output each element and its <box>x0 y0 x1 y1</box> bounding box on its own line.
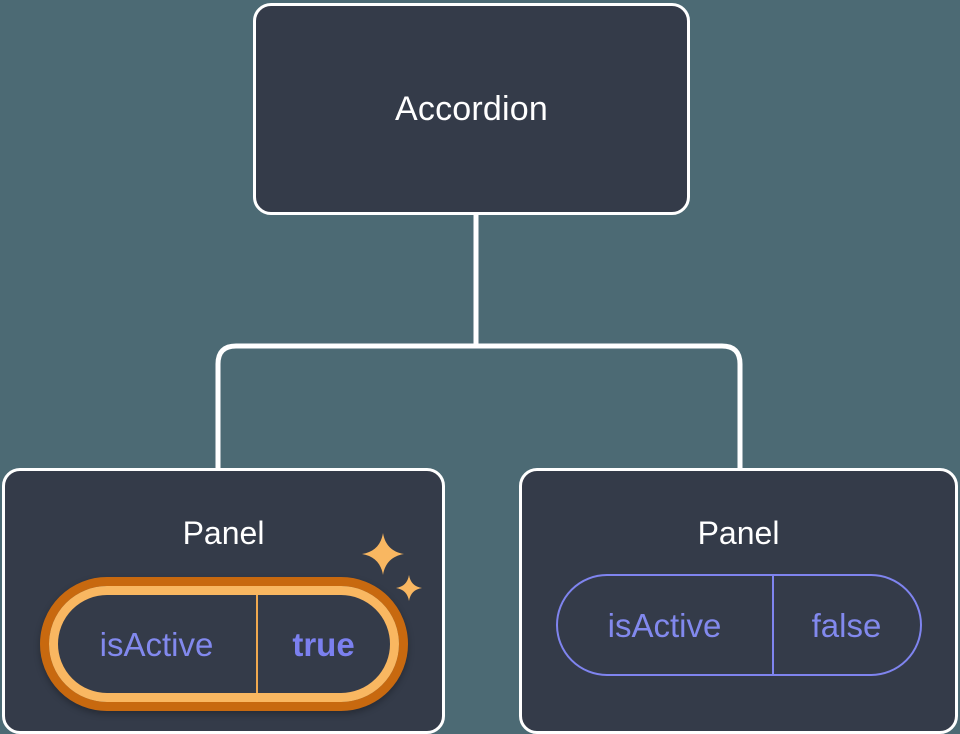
prop-pill-isactive-true[interactable]: isActive true <box>39 577 408 711</box>
node-panel-right-label: Panel <box>697 515 780 551</box>
sparkle-icon <box>396 575 422 601</box>
node-panel-left[interactable]: Panel isActive true <box>2 468 445 734</box>
prop-value-true: true <box>292 625 355 663</box>
tree-branch-line <box>215 343 743 470</box>
prop-pill-isactive-false[interactable]: isActive false <box>555 574 922 676</box>
sparkle-icon <box>362 533 404 575</box>
prop-key-isactive: isActive <box>58 595 258 693</box>
node-panel-right[interactable]: Panel isActive false <box>519 468 958 734</box>
prop-key-isactive: isActive <box>558 576 774 674</box>
node-accordion-label: Accordion <box>395 90 548 128</box>
node-panel-left-label: Panel <box>182 515 265 551</box>
prop-value-false: false <box>811 606 882 644</box>
prop-pill-inner-ring: isActive true <box>48 586 399 702</box>
node-accordion[interactable]: Accordion <box>253 3 690 215</box>
